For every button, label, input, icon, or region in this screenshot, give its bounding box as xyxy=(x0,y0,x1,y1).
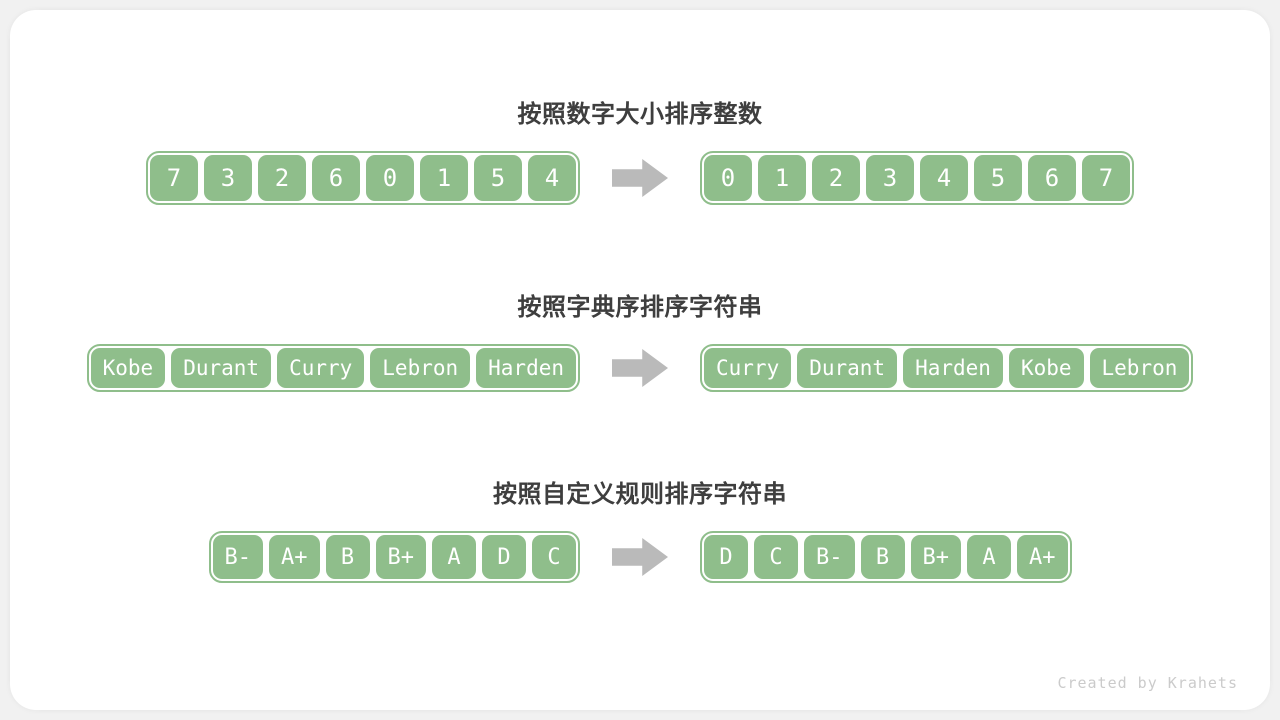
section-title: 按照自定义规则排序字符串 xyxy=(493,481,787,508)
array-cell: Curry xyxy=(277,348,365,388)
array-cell: B+ xyxy=(375,535,426,579)
array-cell: Harden xyxy=(476,348,576,388)
array-cell: 1 xyxy=(758,155,806,201)
array-cell: C xyxy=(754,535,798,579)
array-cell: 2 xyxy=(812,155,860,201)
array-cell: 5 xyxy=(474,155,522,201)
arrow-right-icon xyxy=(612,159,668,197)
array-cell: 6 xyxy=(1028,155,1076,201)
array-cell: B- xyxy=(212,535,263,579)
watermark: Created by Krahets xyxy=(1057,674,1238,692)
array-cell: B- xyxy=(804,535,855,579)
array-cell: Durant xyxy=(797,348,898,388)
array-cell: 6 xyxy=(312,155,360,201)
array-cell: B xyxy=(325,535,370,579)
arrow-area xyxy=(580,349,700,387)
array-cell: 4 xyxy=(528,155,576,201)
array-cell: D xyxy=(482,535,526,579)
array-cell: Curry xyxy=(704,348,792,388)
array-cell: Harden xyxy=(903,348,1003,388)
array-cell: 7 xyxy=(150,155,198,201)
array-cell: 4 xyxy=(920,155,968,201)
array-cell: 3 xyxy=(204,155,252,201)
array-cell: D xyxy=(704,535,748,579)
array-cell: 5 xyxy=(974,155,1022,201)
array-cell: Kobe xyxy=(90,348,166,388)
arrow-area xyxy=(580,159,700,197)
array-cell: A+ xyxy=(1017,535,1068,579)
array-cell: A xyxy=(432,535,476,579)
section-title: 按照数字大小排序整数 xyxy=(517,101,763,128)
array-cell: Lebron xyxy=(370,348,471,388)
array-cell: A+ xyxy=(269,535,320,579)
arrow-right-icon xyxy=(612,538,668,576)
arrow-right-icon xyxy=(612,349,668,387)
array-cell: 0 xyxy=(704,155,752,201)
arrow-area xyxy=(580,538,700,576)
array-cell: 1 xyxy=(420,155,468,201)
array-cell: 2 xyxy=(258,155,306,201)
array-cell: C xyxy=(532,535,576,579)
array-cell: 7 xyxy=(1082,155,1130,201)
section-title: 按照字典序排序字符串 xyxy=(517,294,763,321)
array-cell: Kobe xyxy=(1008,348,1084,388)
array-cell: B xyxy=(860,535,905,579)
array-cell: B+ xyxy=(910,535,961,579)
array-cell: Lebron xyxy=(1089,348,1190,388)
array-cell: A xyxy=(967,535,1011,579)
array-cell: 0 xyxy=(366,155,414,201)
array-cell: Durant xyxy=(171,348,272,388)
array-cell: 3 xyxy=(866,155,914,201)
